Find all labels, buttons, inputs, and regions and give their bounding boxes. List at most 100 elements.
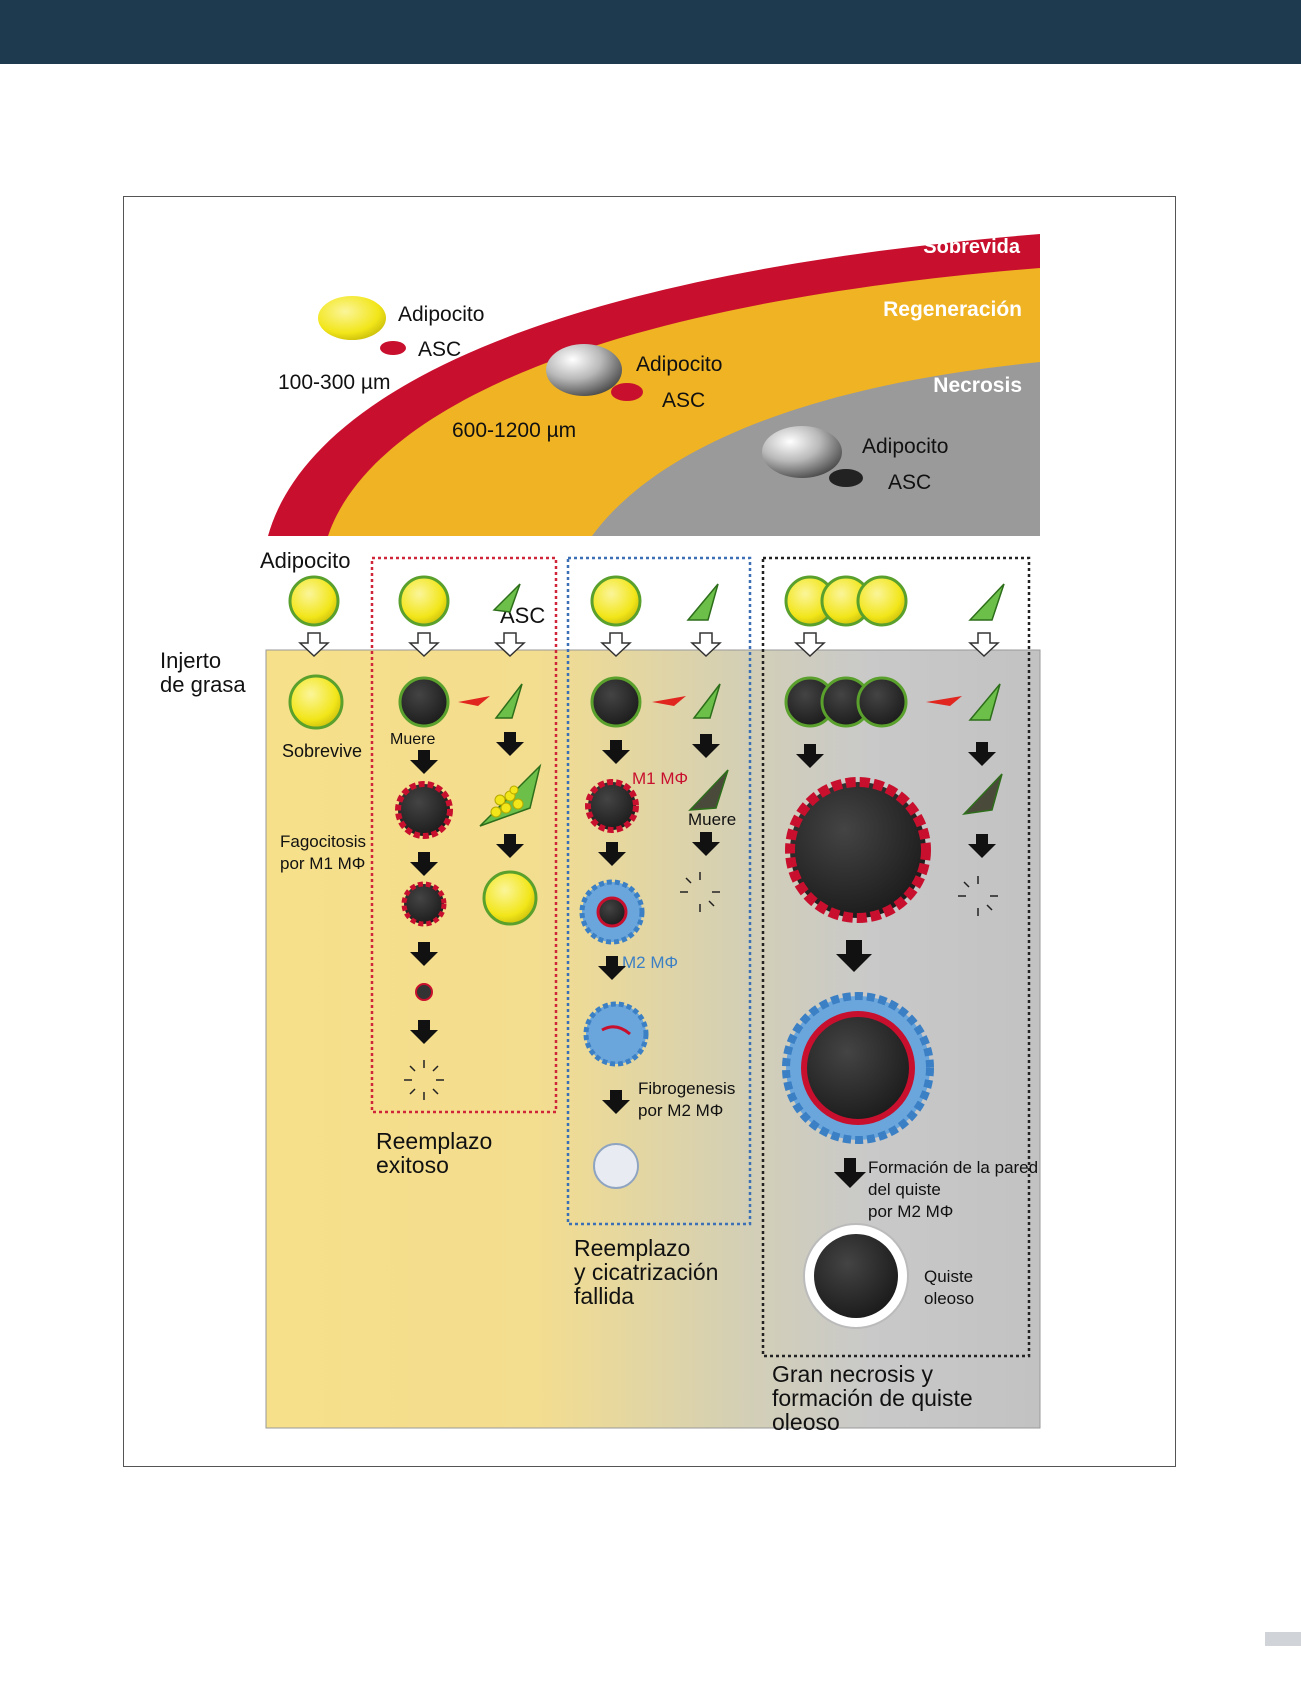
adipocyte-icon — [590, 575, 642, 627]
arrow-down-icon — [692, 832, 720, 856]
asc-large-icon — [829, 469, 863, 487]
arrow-down-icon — [968, 834, 996, 858]
label-survives: Sobrevive — [282, 741, 362, 761]
arrow-down-icon — [410, 852, 438, 876]
hollow-arrow-icon — [494, 632, 526, 658]
adipocyte-small-icon — [318, 296, 386, 340]
failed-box — [566, 556, 752, 1226]
necrotic-core-icon — [801, 1011, 915, 1125]
label-graft-2: de grasa — [160, 672, 246, 697]
label-size-b: 600-1200 µm — [452, 419, 576, 442]
scar-icon — [601, 1025, 631, 1036]
necrosis-box — [761, 556, 1031, 1358]
adipocyte-icon — [856, 575, 908, 627]
arrow-down-icon — [692, 734, 720, 758]
outcome-necrosis-2: formación de quiste — [772, 1385, 973, 1411]
dead-adipocyte-icon — [398, 676, 450, 728]
m1-engulfed-cell-icon — [585, 779, 639, 833]
disappear-burst-icon — [958, 876, 998, 916]
outcome-success-2: exitoso — [376, 1152, 449, 1178]
hollow-arrow-icon — [298, 632, 330, 658]
large-necrotic-cell-icon — [785, 777, 931, 923]
arrow-down-icon — [602, 740, 630, 764]
header-bar — [0, 0, 1301, 64]
hollow-arrow-icon — [408, 632, 440, 658]
outcome-failed-1: Reemplazo — [574, 1235, 690, 1261]
arrow-down-icon — [836, 940, 872, 972]
arrow-down-icon — [496, 834, 524, 858]
arrow-down-icon — [834, 1158, 866, 1188]
outcome-success-1: Reemplazo — [376, 1128, 492, 1154]
hollow-arrow-icon — [968, 632, 1000, 658]
asc-cell-icon — [494, 683, 523, 719]
asc-cell-icon — [968, 583, 1005, 621]
outcome-necrosis-3: oleoso — [772, 1409, 840, 1435]
hollow-arrow-icon — [794, 632, 826, 658]
disappear-burst-icon — [680, 872, 720, 912]
adipocyte-large-icon — [762, 426, 842, 478]
asc-cell-icon — [686, 583, 719, 621]
scar-tissue-icon — [593, 1143, 639, 1189]
arrow-down-icon — [598, 956, 626, 980]
lipid-droplets-icon — [490, 785, 524, 818]
label-asc-b: ASC — [662, 389, 705, 412]
m1-engulfed-cell-icon — [395, 781, 453, 839]
hollow-arrow-icon — [690, 632, 722, 658]
dead-core-icon — [596, 896, 628, 928]
label-adipocyte-top: Adipocito — [260, 548, 351, 573]
arrow-down-icon — [602, 1090, 630, 1114]
label-m1: M1 MΦ — [632, 769, 688, 788]
arrow-down-icon — [496, 732, 524, 756]
label-cyst-1: Quiste — [924, 1267, 973, 1286]
label-adipocyte-c: Adipocito — [862, 435, 948, 458]
label-fibro-1: Fibrogenesis — [638, 1079, 735, 1098]
asc-cell-icon — [692, 683, 721, 719]
adipocyte-icon — [288, 674, 344, 730]
label-phago-1: Fagocitosis — [280, 832, 366, 851]
shrinking-cell-icon — [401, 881, 447, 927]
dying-asc-icon — [688, 769, 729, 811]
label-fibro-2: por M2 MΦ — [638, 1101, 723, 1120]
label-asc-a: ASC — [418, 338, 461, 361]
red-arrow-icon — [926, 696, 962, 706]
fibrotic-cell-icon — [583, 1001, 649, 1067]
red-arrow-icon — [652, 696, 686, 706]
asc-medium-icon — [611, 383, 643, 401]
outcome-necrosis-1: Gran necrosis y — [772, 1361, 934, 1387]
label-graft-1: Injerto — [160, 648, 221, 673]
zone-label-necrosis: Necrosis — [933, 374, 1022, 397]
label-dies: Muere — [390, 731, 435, 748]
arrow-down-icon — [968, 742, 996, 766]
asc-small-icon — [380, 341, 406, 355]
dead-adipocyte-icon — [856, 676, 908, 728]
arrow-down-icon — [410, 750, 438, 774]
adipocyte-icon — [398, 575, 450, 627]
label-adipocyte-a: Adipocito — [398, 303, 484, 326]
label-phago-2: por M1 MΦ — [280, 854, 365, 873]
arrow-down-icon — [410, 1020, 438, 1044]
arrow-down-icon — [598, 842, 626, 866]
arrow-down-icon — [410, 942, 438, 966]
asc-cell-icon — [492, 583, 521, 613]
adipocyte-icon — [288, 575, 340, 627]
page-tab — [1265, 1632, 1301, 1646]
disappear-burst-icon — [404, 1060, 444, 1100]
success-box — [370, 556, 558, 1114]
outcome-failed-3: fallida — [574, 1283, 634, 1309]
label-adipocyte-b: Adipocito — [636, 353, 722, 376]
label-asc-c: ASC — [888, 471, 931, 494]
label-dies-2: Muere — [688, 810, 736, 829]
new-adipocyte-icon — [482, 870, 538, 926]
outcome-failed-2: y cicatrización — [574, 1259, 718, 1285]
dead-adipocyte-icon — [590, 676, 642, 728]
label-m2: M2 MΦ — [622, 953, 678, 972]
adipocyte-medium-icon — [546, 344, 622, 396]
red-arrow-icon — [458, 696, 490, 706]
label-wall-2: del quiste — [868, 1180, 941, 1199]
label-cyst-2: oleoso — [924, 1289, 974, 1308]
label-size-a: 100-300 µm — [278, 371, 391, 394]
oil-cyst-icon — [814, 1234, 898, 1318]
label-wall-3: por M2 MΦ — [868, 1202, 953, 1221]
dying-asc-icon — [961, 773, 1003, 816]
label-wall-1: Formación de la pared — [868, 1158, 1038, 1177]
